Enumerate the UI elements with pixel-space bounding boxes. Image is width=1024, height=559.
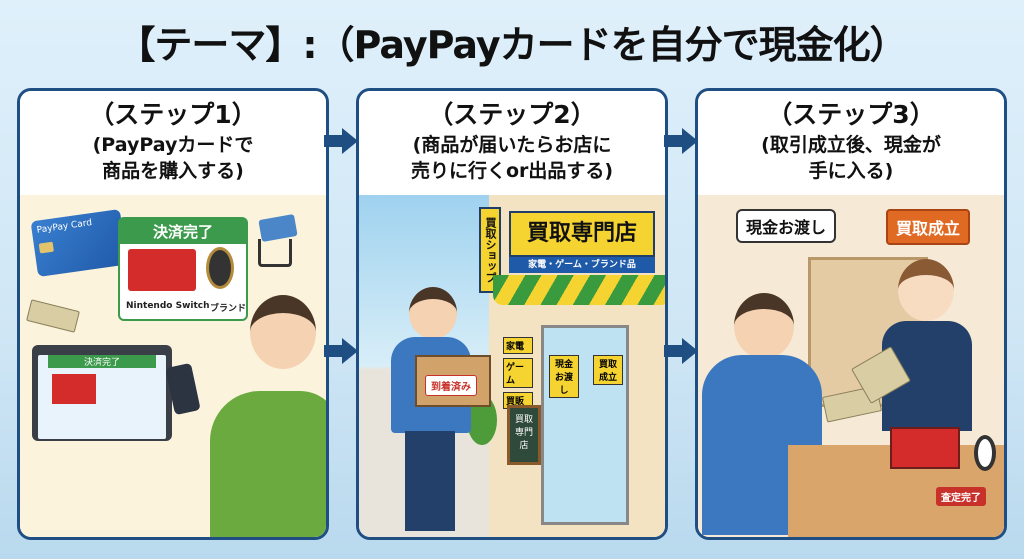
man-head [734,293,794,359]
paypay-card-image: PayPay Card [30,209,128,277]
step-2-desc-line2: 売りに行くor出品する) [410,160,614,182]
window-tags: 家電 ゲーム 買販 [503,337,533,409]
clerk-head [898,259,954,321]
man-head [409,287,457,339]
man-green-shirt [210,391,326,537]
payment-complete-bubble: 決済完了 Nintendo Switch ブランド [118,217,248,321]
bubble-title: 決済完了 [120,219,246,244]
page-title: 【テーマ】:（PayPayカードを自分で現金化） [117,23,907,67]
watch-icon [974,435,996,471]
door-tag-cash: 現金お渡し [549,355,579,398]
step-3-desc-line1: (取引成立後、現金が [761,134,941,156]
arrow-right-icon [324,128,358,154]
switch-box-icon [52,374,96,404]
step-1-desc-line2: 商品を購入する) [102,160,244,182]
step-2-desc-line1: (商品が届いたらお店に [412,134,612,156]
step-3-desc-line2: 手に入る) [808,160,894,182]
box-label-arrived: 到着済み [425,375,477,396]
banknote-icon [26,299,80,333]
arrow-right-icon [664,128,698,154]
a-board-sign: 買取専門店 [507,405,541,465]
step-1-desc-line1: (PayPayカードで [92,134,254,156]
window-tag: ゲーム [503,358,533,388]
step-1-illustration: PayPay Card 決済完了 Nintendo Switch ブランド 決済… [20,195,326,537]
switch-box-icon [128,249,196,291]
step-2-label: （ステップ2） [428,100,596,129]
vertical-shop-sign: 買取ショップ [479,207,501,293]
awning [493,275,665,305]
cash-handover-speech-bubble: 現金お渡し [736,209,837,243]
step-1-panel: （ステップ1） (PayPayカードで 商品を購入する) PayPay Card… [17,88,329,540]
item-label-switch: Nintendo Switch [126,301,210,311]
watch-icon [206,247,234,289]
step-3-label: （ステップ3） [767,100,935,129]
door-tag-deal: 買取成立 [593,355,623,385]
chip-icon [38,241,54,254]
appraisal-complete-badge: 査定完了 [936,487,986,506]
switch-box-icon [890,427,960,469]
window-tag: 家電 [503,337,533,354]
deal-complete-sign: 買取成立 [886,209,971,245]
credit-card-icon [258,214,298,242]
shopping-cart-icon [258,239,292,267]
step-3-illustration: 現金お渡し 買取成立 査定完了 [698,195,1004,537]
step-3-panel: （ステップ3） (取引成立後、現金が 手に入る) 現金お渡し 買取成立 査定完了 [695,88,1007,540]
step-2-illustration: 買取ショップ 買取専門店 家電・ゲーム・ブランド品 現金お渡し 買取成立 家電 … [359,195,665,537]
cardboard-box: 到着済み [415,355,491,407]
arrow-right-icon [324,338,358,364]
step-1-label: （ステップ1） [89,100,257,129]
man-head [250,295,316,369]
shop-subtitle: 家電・ゲーム・ブランド品 [509,257,655,273]
step-2-panel: （ステップ2） (商品が届いたらお店に 売りに行くor出品する) 買取ショップ … [356,88,668,540]
arrow-right-icon [664,338,698,364]
card-label: PayPay Card [36,218,93,236]
man-legs [405,431,455,531]
item-label-brand: ブランド [210,304,247,314]
laptop-screen-title: 決済完了 [48,355,156,368]
laptop-image: 決済完了 [32,345,172,441]
shop-name-sign: 買取専門店 [509,211,655,257]
